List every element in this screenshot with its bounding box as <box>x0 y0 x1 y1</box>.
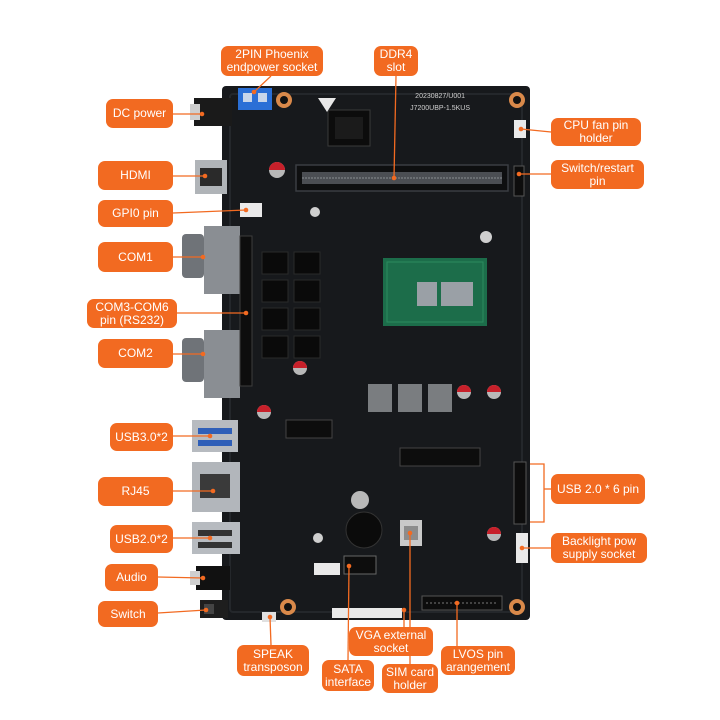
callout-com2: COM2 <box>98 339 173 368</box>
switch-button <box>200 600 228 618</box>
callout-sata: SATA interface <box>322 660 374 691</box>
com1-port <box>182 226 240 294</box>
com2-port <box>182 330 240 398</box>
callout-rj45: RJ45 <box>98 477 173 506</box>
callout-usb3: USB3.0*2 <box>110 423 173 451</box>
callout-cpu-fan: CPU fan pin holder <box>551 118 641 146</box>
callout-dc-power: DC power <box>106 99 173 128</box>
callout-usb2-6pin: USB 2.0 * 6 pin <box>551 474 645 504</box>
callout-com3-com6: COM3-COM6 pin (RS232) <box>87 299 177 328</box>
hdmi-port <box>195 160 227 194</box>
callout-vga: VGA external socket <box>349 627 433 656</box>
callout-lvds: LVOS pin arangement <box>441 646 515 675</box>
board-model-text: J7200UBP-1.5KUS <box>410 105 470 112</box>
callout-ddr4: DDR4 slot <box>374 46 418 76</box>
mounting-holes <box>276 92 525 615</box>
callout-speak: SPEAK transposon <box>237 645 309 676</box>
cpu <box>383 258 487 326</box>
callout-com1: COM1 <box>98 242 173 272</box>
callout-backlight: Backlight pow supply socket <box>551 533 647 563</box>
callout-usb2-left: USB2.0*2 <box>110 525 173 553</box>
callout-switch-restart: Switch/restart pin <box>551 160 644 189</box>
board-date-text: 20230827/U001 <box>415 93 465 100</box>
pcb-board <box>222 86 530 620</box>
callout-hdmi: HDMI <box>98 161 173 190</box>
dc-power-jack <box>190 98 232 126</box>
ddr4-slot <box>295 164 509 192</box>
callout-sim: SIM card holder <box>382 664 438 693</box>
leader-lines <box>157 75 552 664</box>
callout-gpio: GPI0 pin <box>98 200 173 227</box>
callout-phoenix: 2PIN Phoenix endpower socket <box>221 46 323 76</box>
callout-audio: Audio <box>105 564 158 591</box>
callout-switch: Switch <box>98 601 158 627</box>
rj45-port <box>192 462 240 512</box>
